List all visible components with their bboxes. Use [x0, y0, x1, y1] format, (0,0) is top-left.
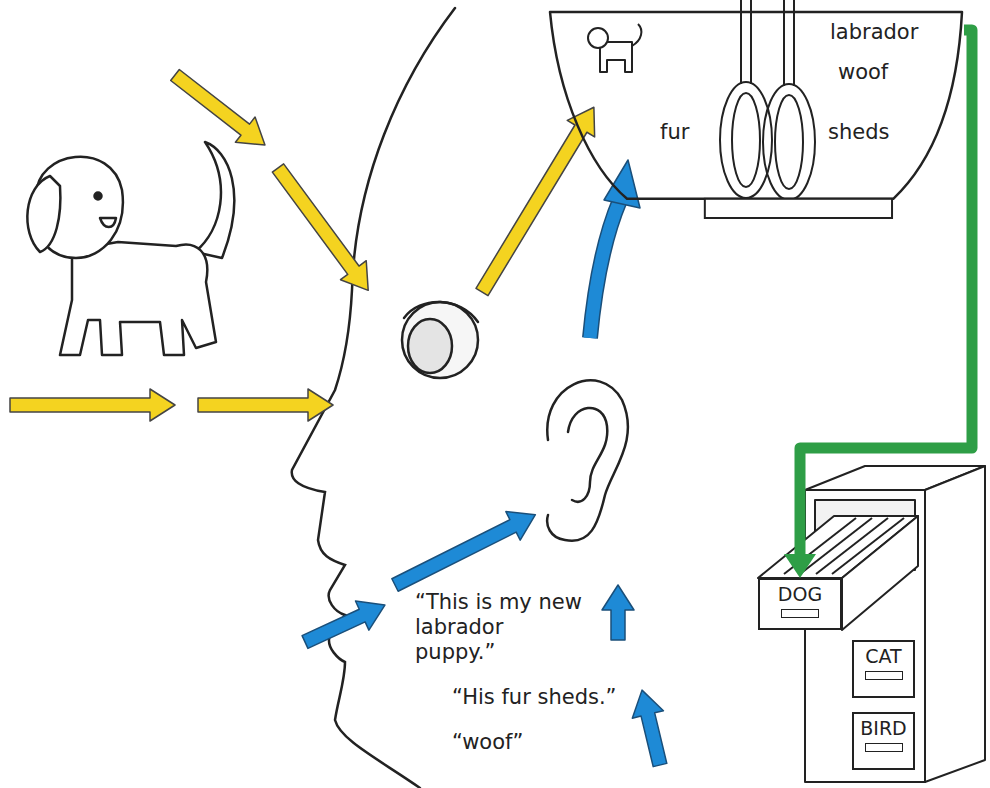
bowl-base: [705, 199, 892, 218]
beater-loop: [763, 84, 815, 200]
eye-lid: [404, 302, 478, 322]
bowl-word: fur: [660, 120, 689, 144]
blue-arrow-shaft: [590, 200, 620, 338]
blue-arrow: [602, 585, 634, 640]
spoken-quote: “woof”: [452, 730, 523, 755]
blue-arrow-shaft-outline: [590, 200, 620, 338]
spoken-quote: “This is my new labrador puppy.”: [415, 590, 583, 666]
yellow-arrow: [265, 159, 381, 300]
yellow-arrow: [165, 62, 275, 157]
yellow-arrow: [198, 389, 333, 421]
sight-arrows: [10, 62, 608, 421]
drawer-handle: [781, 609, 819, 618]
drawer-handle: [865, 671, 903, 680]
drawer-handle: [865, 743, 903, 752]
small-dog-head: [588, 28, 608, 48]
ear-inner: [568, 408, 607, 502]
mixing-bowl: labrador woof fur sheds: [548, 8, 964, 220]
blue-arrow: [388, 500, 543, 599]
cabinet-side: [925, 466, 985, 782]
beater-loop: [720, 82, 772, 198]
blue-arrow: [298, 591, 391, 657]
dog-tail: [195, 142, 234, 258]
drawer-label: BIRD: [854, 714, 913, 739]
file-drawer: DOG: [758, 578, 842, 630]
drawer-stripe: [816, 518, 888, 574]
eye-ball: [402, 302, 478, 378]
drawer-stripe: [832, 518, 904, 574]
sound-arrows: [298, 160, 675, 769]
filing-cabinet: [758, 466, 985, 782]
dog-body: [60, 242, 216, 355]
bowl-word: woof: [838, 60, 888, 84]
dog-mouth: [100, 218, 116, 227]
blue-arrow: [626, 686, 675, 768]
dog-drawing: [27, 142, 234, 355]
beater-loop: [732, 93, 760, 187]
spoken-quote: “His fur sheds.”: [452, 685, 616, 710]
ear-outline: [547, 380, 628, 540]
drawer-label: CAT: [854, 642, 913, 667]
dog-eye: [95, 193, 102, 200]
yellow-arrow: [10, 389, 175, 421]
bowl-body: [550, 12, 962, 199]
bowl-word: labrador: [830, 20, 918, 44]
small-dog-tail: [632, 24, 641, 46]
dog-ear: [27, 176, 60, 252]
drawer-stripe: [800, 518, 872, 574]
file-drawer: CAT: [852, 640, 915, 698]
eye-iris: [408, 319, 452, 373]
yellow-arrow: [468, 99, 607, 300]
file-drawer: BIRD: [852, 712, 915, 770]
bowl-contents: [588, 0, 815, 200]
drawer-label: DOG: [760, 580, 840, 605]
bowl-word: sheds: [828, 120, 889, 144]
blue-arrow-head: [604, 160, 640, 208]
beater-loop: [775, 95, 803, 189]
